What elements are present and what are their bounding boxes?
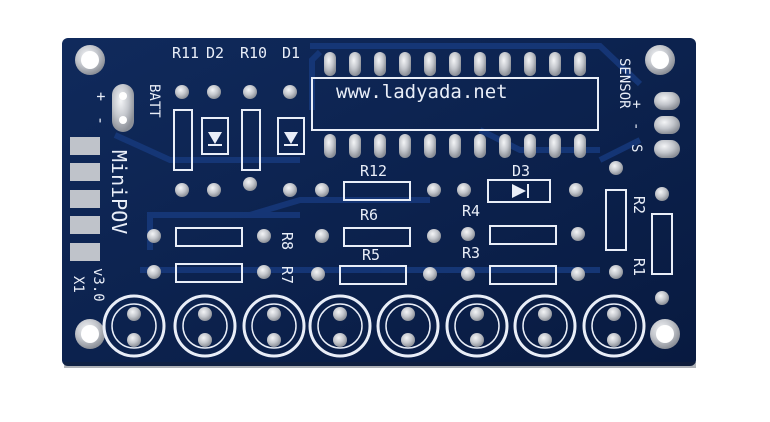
battery-pads xyxy=(112,84,134,132)
label-r5: R5 xyxy=(362,246,380,264)
label-batt-plus: + xyxy=(92,92,110,101)
top-vertical-components xyxy=(173,85,305,197)
horizontal-components xyxy=(147,161,673,305)
label-r11: R11 xyxy=(172,44,199,62)
board-name: MiniPOV xyxy=(107,150,131,234)
ic-pads-top xyxy=(324,52,586,76)
label-x1: X1 xyxy=(70,276,86,293)
label-d1: D1 xyxy=(282,44,300,62)
label-batt: BATT xyxy=(146,84,162,118)
sensor-pads xyxy=(654,92,680,158)
label-r8: R8 xyxy=(278,232,296,250)
board-version: v3.0 xyxy=(90,268,106,302)
label-batt-minus: - xyxy=(92,116,110,125)
label-r2: R2 xyxy=(630,196,648,214)
label-sensor: SENSOR xyxy=(616,58,632,109)
label-r7: R7 xyxy=(278,266,296,284)
label-r6: R6 xyxy=(360,206,378,224)
label-sensor-plus: + xyxy=(628,100,644,108)
label-r12: R12 xyxy=(360,162,387,180)
led-footprints xyxy=(102,294,646,358)
label-sensor-minus: - xyxy=(628,122,644,130)
ic-pads-bottom xyxy=(324,134,586,158)
url-silkscreen: www.ladyada.net xyxy=(336,81,508,103)
edge-connector-x1 xyxy=(70,137,100,261)
label-d3: D3 xyxy=(512,162,530,180)
label-sensor-s: S xyxy=(628,144,644,152)
label-d2: D2 xyxy=(206,44,224,62)
label-r10: R10 xyxy=(240,44,267,62)
label-r4: R4 xyxy=(462,202,480,220)
mounting-holes xyxy=(75,45,680,349)
label-r3: R3 xyxy=(462,244,480,262)
ic-outline xyxy=(311,77,599,131)
label-r1: R1 xyxy=(630,258,648,276)
